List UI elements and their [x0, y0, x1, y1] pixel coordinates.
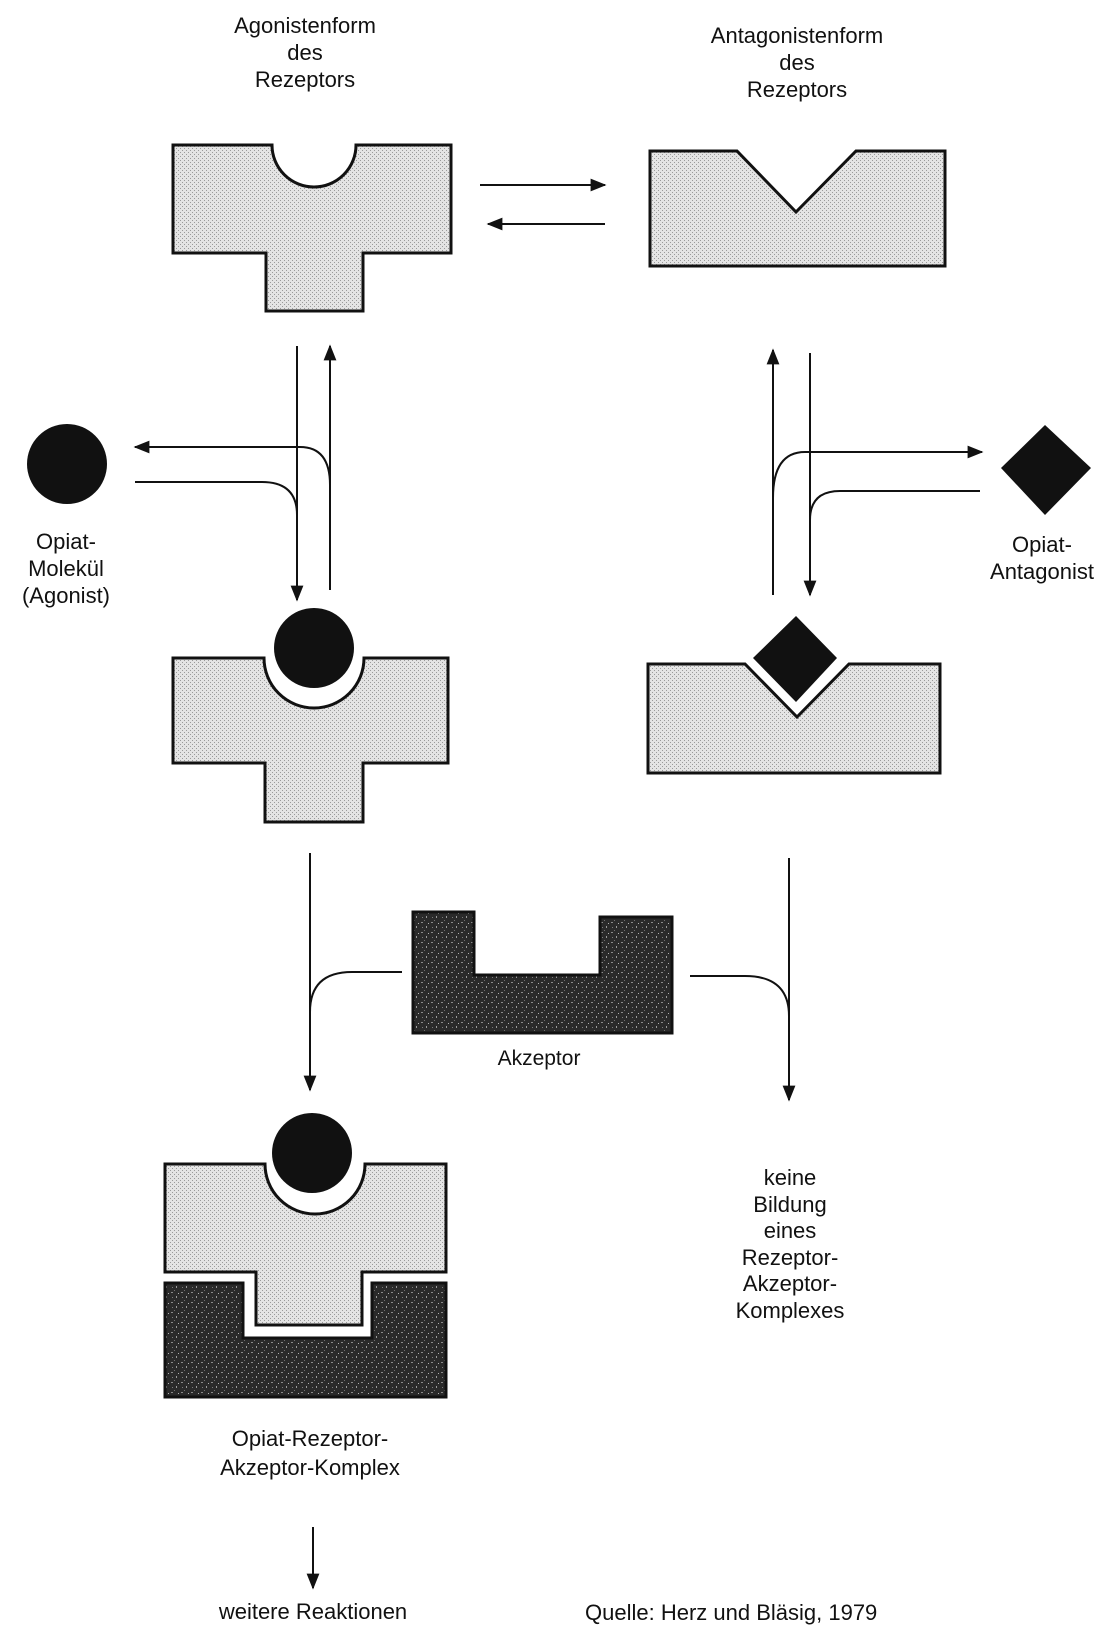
agonist-form-receptor — [173, 145, 451, 311]
complex-label: Opiat-Rezeptor- Akzeptor-Komplex — [175, 1424, 445, 1482]
opiate-molecule-circle — [27, 424, 107, 504]
agonist-form-label: Agonistenform des Rezeptors — [205, 12, 405, 93]
complex-agonist-circle — [272, 1113, 352, 1193]
opiate-antagonist-diamond — [1001, 425, 1091, 515]
opiate-antagonist-label: Opiat- Antagonist — [973, 531, 1111, 585]
further-reactions-label: weitere Reaktionen — [183, 1598, 443, 1625]
acceptor-join-curve — [310, 972, 402, 1012]
antagonist-bind-curve — [810, 491, 980, 520]
acceptor-reject-curve — [690, 976, 789, 1016]
source-citation: Quelle: Herz und Bläsig, 1979 — [585, 1600, 877, 1626]
no-complex-label: keine Bildung eines Rezeptor- Akzeptor- … — [690, 1165, 890, 1324]
antagonist-form-receptor — [650, 151, 945, 266]
agonist-release-curve — [135, 447, 330, 485]
bound-agonist-circle — [274, 608, 354, 688]
antagonist-form-label: Antagonistenform des Rezeptors — [677, 22, 917, 103]
opiate-molecule-label: Opiat- Molekül (Agonist) — [0, 528, 132, 609]
agonist-bind-curve — [135, 482, 297, 515]
acceptor-label: Akzeptor — [464, 1045, 614, 1072]
acceptor-shape — [413, 912, 672, 1033]
